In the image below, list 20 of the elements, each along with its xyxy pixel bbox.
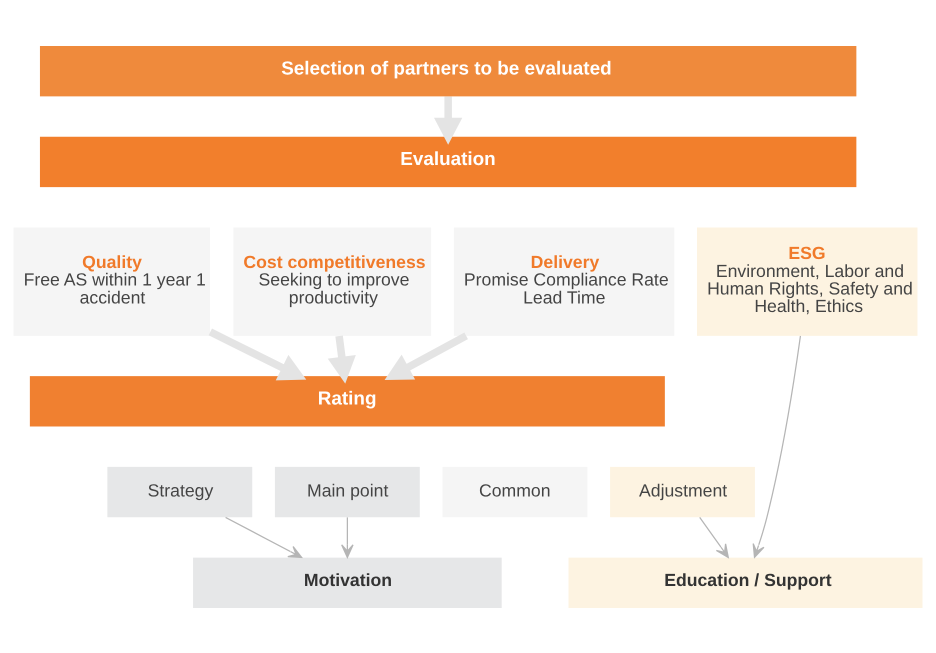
node-box: Adjustment xyxy=(610,466,755,517)
arrow xyxy=(225,516,302,558)
node-box: Education / Support xyxy=(568,557,923,608)
node-box: Evaluation xyxy=(40,136,856,187)
arrow xyxy=(208,328,306,380)
arrow xyxy=(699,516,729,558)
node-box: Cost competitiveness Seeking to improve productivity xyxy=(233,226,432,336)
arrow xyxy=(384,332,468,380)
node-box: ESG Environment, Labor and Human Rights, Safety and Health, Ethics xyxy=(697,226,918,336)
arrow xyxy=(328,335,356,384)
node-box: Motivation xyxy=(193,557,502,608)
arrow xyxy=(434,96,462,144)
arrow xyxy=(341,516,354,558)
node-box: Quality Free AS within 1 year 1 accident xyxy=(13,226,210,336)
arrow xyxy=(752,335,802,558)
node-box: Selection of partners to be evaluated xyxy=(40,46,856,96)
node-box: Delivery Promise Compliance Rate Lead Time xyxy=(454,226,674,336)
node-box: Rating xyxy=(30,376,665,426)
node-box: Strategy xyxy=(107,466,252,517)
node-box: Main point xyxy=(274,466,420,517)
